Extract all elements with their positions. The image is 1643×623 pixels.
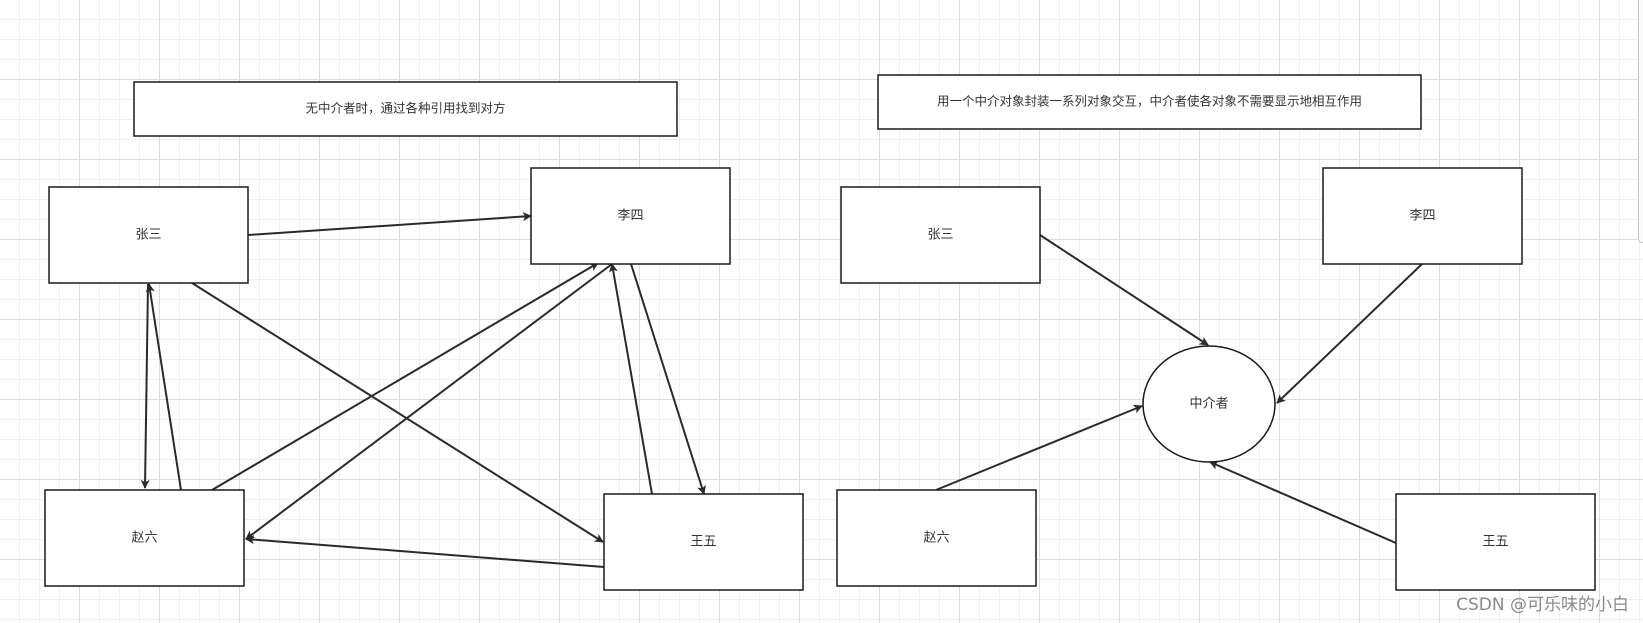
edge-zhaoliu-to-mediator[interactable] (935, 404, 1143, 491)
node-label: 赵六 (131, 531, 157, 546)
edge-zhangsan-to-zhaoliu[interactable] (140, 283, 150, 489)
edge-wangwu-to-lisi[interactable] (608, 263, 653, 495)
edge-lisi-to-zhaoliu[interactable] (245, 263, 613, 540)
left-node-wangwu[interactable]: 王五 (603, 493, 804, 591)
left-edges (140, 212, 706, 568)
edge-zhangsan-to-wangwu[interactable] (191, 282, 604, 543)
edge-wangwu-to-mediator[interactable] (1209, 461, 1397, 544)
watermark: CSDN @可乐味的小白 (1456, 595, 1629, 615)
node-label: 王五 (1482, 535, 1508, 550)
node-label: 李四 (617, 209, 643, 224)
node-label: 赵六 (923, 531, 949, 546)
node-label: 王五 (690, 535, 716, 550)
right-node-mediator[interactable]: 中介者 (1142, 345, 1276, 463)
left-caption-label: 无中介者时，通过各种引用找到对方 (305, 101, 505, 116)
right-edges (935, 234, 1423, 544)
scrollbar[interactable] (1638, 0, 1643, 243)
edge-zhangsan-to-lisi[interactable] (247, 212, 532, 236)
node-label: 李四 (1409, 209, 1435, 224)
edge-zhaoliu-to-zhangsan[interactable] (145, 283, 182, 491)
node-label: 中介者 (1189, 397, 1228, 412)
right-node-zhaoliu[interactable]: 赵六 (836, 489, 1037, 587)
left-diagram: 无中介者时，通过各种引用找到对方 张三 李四 赵六 王五 (44, 81, 804, 591)
right-diagram: 用一个中介对象封装一系列对象交互，中介者使各对象不需要显示地相互作用 张三 李四… (836, 74, 1596, 591)
edge-zhangsan-to-mediator[interactable] (1039, 234, 1209, 346)
edge-wangwu-to-zhaoliu[interactable] (245, 535, 605, 568)
left-node-zhangsan[interactable]: 张三 (48, 186, 249, 284)
node-label: 张三 (135, 228, 161, 243)
edge-lisi-to-mediator[interactable] (1276, 263, 1423, 404)
right-caption-label: 用一个中介对象封装一系列对象交互，中介者使各对象不需要显示地相互作用 (937, 94, 1362, 109)
right-node-wangwu[interactable]: 王五 (1395, 493, 1596, 591)
edge-lisi-to-wangwu[interactable] (630, 263, 706, 495)
left-caption[interactable]: 无中介者时，通过各种引用找到对方 (133, 81, 678, 137)
right-node-zhangsan[interactable]: 张三 (840, 186, 1041, 284)
edge-zhaoliu-to-lisi[interactable] (211, 262, 599, 491)
left-node-zhaoliu[interactable]: 赵六 (44, 489, 245, 587)
right-node-lisi[interactable]: 李四 (1322, 167, 1523, 265)
node-label: 张三 (927, 228, 953, 243)
right-caption[interactable]: 用一个中介对象封装一系列对象交互，中介者使各对象不需要显示地相互作用 (877, 74, 1422, 130)
left-node-lisi[interactable]: 李四 (530, 167, 731, 265)
